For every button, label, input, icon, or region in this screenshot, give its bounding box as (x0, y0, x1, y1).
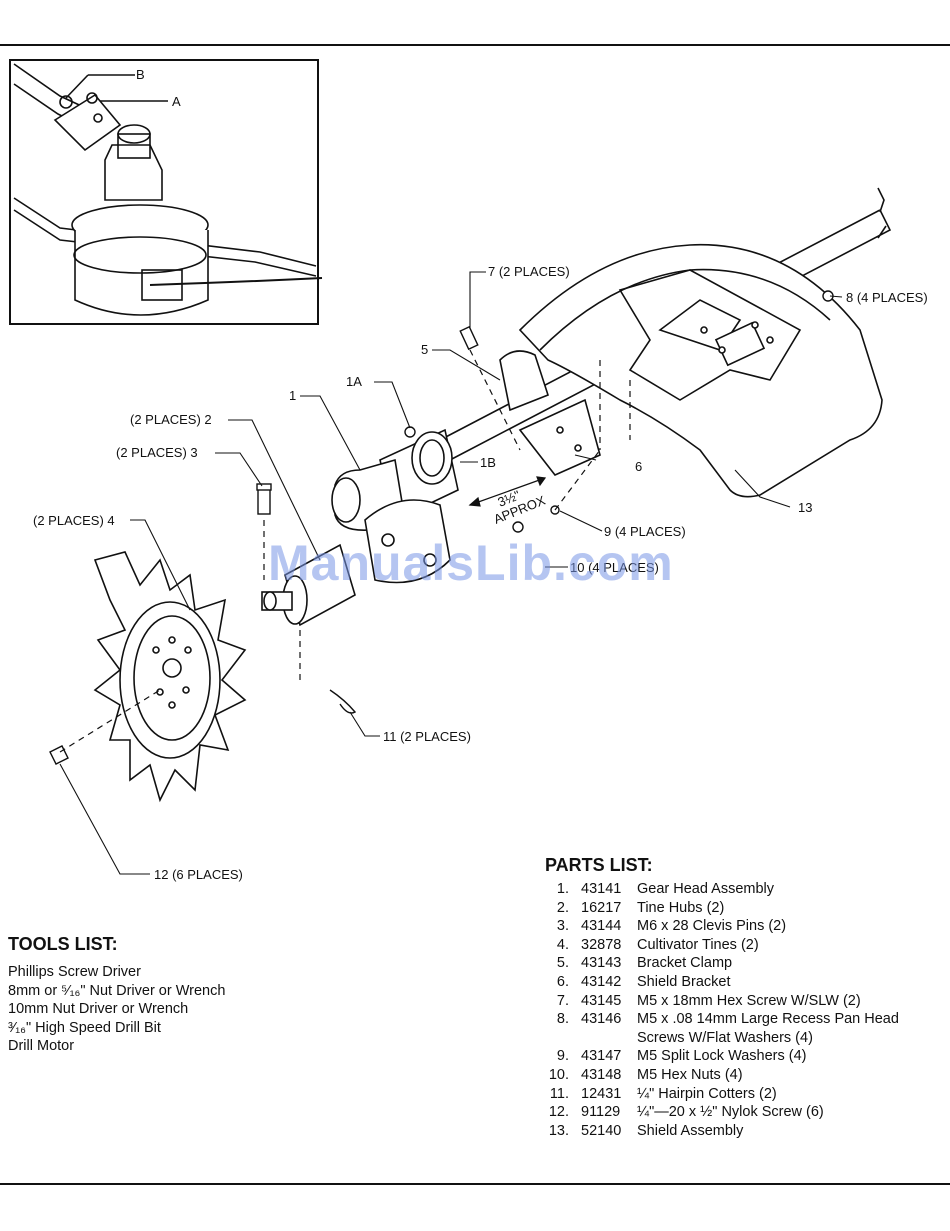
exploded-assembly-diagram: B A (9, 59, 928, 882)
inset-detail (9, 59, 323, 325)
parts-row: 13. 52140 Shield Assembly (545, 1122, 899, 1141)
callout-8: 8 (4 PLACES) (846, 290, 928, 305)
part-description: M5 x .08 14mm Large Recess Pan Head (637, 1011, 899, 1028)
parts-row: 11. 12431 ¼" Hairpin Cotters (2) (545, 1085, 899, 1104)
tool-item: Phillips Screw Driver (8, 964, 141, 980)
part-number: 43143 (581, 955, 622, 972)
item-number: 4. (556, 936, 569, 953)
part-number: 91129 (581, 1104, 621, 1121)
part-description: Shield Bracket (637, 973, 731, 990)
parts-row: 1. 43141 Gear Head Assembly (545, 880, 899, 899)
item-number: 6. (556, 973, 569, 990)
part-description: Cultivator Tines (2) (637, 936, 759, 953)
part-number: 32878 (581, 936, 622, 953)
callout-11: 11 (2 PLACES) (383, 729, 471, 744)
tools-list: TOOLS LIST: Phillips Screw Driver 8mm or… (8, 934, 338, 1056)
parts-row: 7. 43145 M5 x 18mm Hex Screw W/SLW (2) (545, 992, 899, 1011)
tool-item: ³⁄₁₆" High Speed Drill Bit (8, 1019, 161, 1036)
callout-7: 7 (2 PLACES) (488, 264, 570, 279)
part-number: 43146 (581, 1011, 622, 1028)
part-description: M5 Split Lock Washers (4) (637, 1048, 807, 1065)
part-description: Screws W/Flat Washers (4) (637, 1029, 813, 1046)
tool-item: 8mm or ⁵⁄₁₆" Nut Driver or Wrench (8, 982, 226, 999)
item-number: 9. (556, 1048, 569, 1065)
bottom-rule (0, 1183, 950, 1185)
part-description: M6 x 28 Clevis Pins (2) (637, 918, 787, 935)
item-number: 13. (548, 1122, 569, 1139)
item-number: 7. (556, 992, 569, 1009)
top-rule (0, 44, 950, 46)
parts-row: 8. 43146 M5 x .08 14mm Large Recess Pan He… (545, 1010, 899, 1029)
tools-list-title: TOOLS LIST: (8, 934, 118, 954)
parts-row: 2. 16217 Tine Hubs (2) (545, 899, 899, 918)
tool-item: Drill Motor (8, 1038, 75, 1054)
part-number: 43148 (581, 1066, 622, 1083)
item-number (545, 1029, 581, 1048)
part-number: 52140 (581, 1122, 622, 1139)
parts-row: 6. 43142 Shield Bracket (545, 973, 899, 992)
callout-1: 1 (289, 388, 296, 403)
item-number: 5. (556, 955, 569, 972)
assembly-lines (59, 349, 631, 753)
part-description: Gear Head Assembly (637, 881, 775, 897)
tine-hub (261, 543, 356, 627)
callout-10: 10 (4 PLACES) (570, 560, 659, 575)
part-number: 43145 (581, 992, 622, 1009)
part-description: ¼"—20 x ½" Nylok Screw (6) (637, 1104, 824, 1121)
part-description: Shield Assembly (637, 1122, 744, 1139)
part-number: 43141 (581, 881, 622, 897)
callout-6: 6 (635, 459, 642, 474)
parts-row: Screws W/Flat Washers (4) (545, 1029, 899, 1048)
callout-1a: 1A (346, 374, 362, 389)
gear-head (331, 428, 459, 584)
shield-assembly (518, 243, 883, 498)
callout-1b: 1B (480, 455, 496, 470)
part-number: 12431 (581, 1085, 622, 1102)
part-number: 43147 (581, 1048, 622, 1065)
callout-4: (2 PLACES) 4 (33, 513, 115, 528)
parts-row: 3. 43144 M6 x 28 Clevis Pins (2) (545, 917, 899, 936)
part-number: 43144 (581, 918, 622, 935)
parts-list: PARTS LIST: 1. 43141 Gear Head Assembly 2.… (545, 855, 945, 1140)
callout-5: 5 (421, 342, 428, 357)
item-number: 8. (556, 1011, 569, 1028)
parts-row: 10. 43148 M5 Hex Nuts (4) (545, 1066, 899, 1085)
parts-row: 12. 91129 ¼"—20 x ½" Nylok Screw (6) (545, 1103, 899, 1122)
item-number: 10. (548, 1066, 569, 1083)
callout-2: (2 PLACES) 2 (130, 412, 212, 427)
part-number (581, 1029, 637, 1048)
item-number: 12. (548, 1104, 569, 1121)
item-number: 3. (556, 918, 569, 935)
leader-lines (59, 271, 843, 875)
item-number: 1. (556, 881, 569, 897)
parts-row: 4. 32878 Cultivator Tines (2) (545, 936, 899, 955)
inset-label-b: B (136, 67, 145, 82)
part-description: M5 x 18mm Hex Screw W/SLW (2) (637, 992, 861, 1009)
part-description: Bracket Clamp (637, 955, 733, 972)
tool-item: 10mm Nut Driver or Wrench (8, 1001, 189, 1017)
hardware (49, 290, 834, 765)
dimension-marker (468, 476, 547, 507)
parts-row: 5. 43143 Bracket Clamp (545, 954, 899, 973)
watermark: ManualsLib.com (268, 535, 674, 591)
part-description: Tine Hubs (2) (637, 899, 725, 916)
cultivator-tine (93, 551, 247, 803)
part-number: 16217 (581, 899, 622, 916)
parts-list-title: PARTS LIST: (545, 855, 653, 875)
item-number: 11. (549, 1085, 569, 1102)
parts-row: 9. 43147 M5 Split Lock Washers (4) (545, 1047, 899, 1066)
parts-table: 1. 43141 Gear Head Assembly 2. 16217 Tine Hu… (545, 880, 899, 1140)
callout-12: 12 (6 PLACES) (154, 867, 243, 882)
callout-3: (2 PLACES) 3 (116, 445, 198, 460)
part-description: ¼" Hairpin Cotters (2) (637, 1085, 777, 1102)
part-number: 43142 (581, 973, 622, 990)
inset-label-a: A (172, 94, 181, 109)
part-description: M5 Hex Nuts (4) (637, 1066, 743, 1083)
callout-13: 13 (798, 500, 812, 515)
callout-9: 9 (4 PLACES) (604, 524, 686, 539)
item-number: 2. (556, 899, 569, 916)
